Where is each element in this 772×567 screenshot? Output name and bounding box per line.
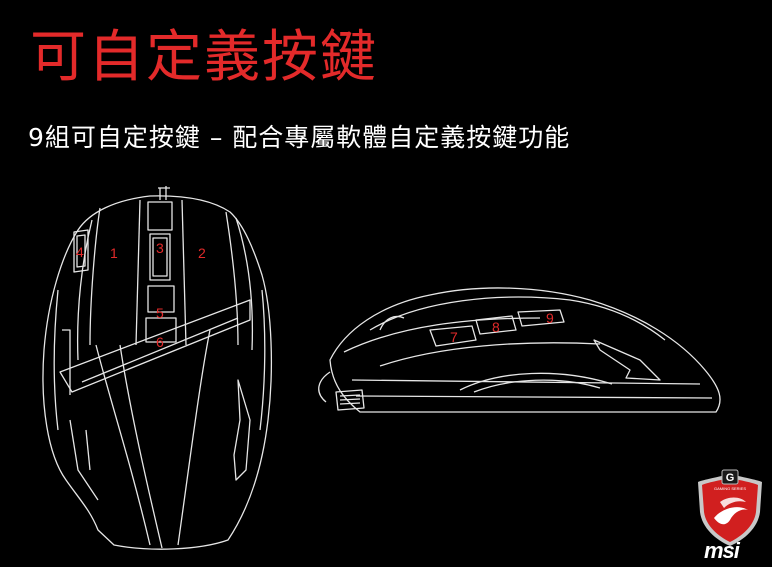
slide-title: 可自定義按鍵 (30, 25, 378, 90)
button-label-2: 2 (198, 245, 206, 261)
slide-subtitle: 9組可自定按鍵 – 配合專屬軟體自定義按鍵功能 (28, 123, 571, 152)
mouse-side-view (318, 287, 721, 413)
button-label-6: 6 (156, 334, 164, 350)
mouse-top-view (42, 186, 273, 550)
logo-badge-letter: G (726, 472, 735, 484)
msi-dragon-shield-logo: G GAMING SERIES (698, 469, 762, 546)
button-label-4: 4 (76, 244, 84, 260)
button-label-7: 7 (450, 329, 458, 345)
button-label-3: 3 (156, 240, 164, 256)
msi-brand-wordmark: msi (704, 538, 740, 563)
logo-badge-text: GAMING SERIES (714, 486, 746, 491)
button-label-5: 5 (156, 305, 164, 321)
button-label-1: 1 (110, 245, 118, 261)
button-label-9: 9 (546, 310, 554, 326)
button-label-8: 8 (492, 319, 500, 335)
